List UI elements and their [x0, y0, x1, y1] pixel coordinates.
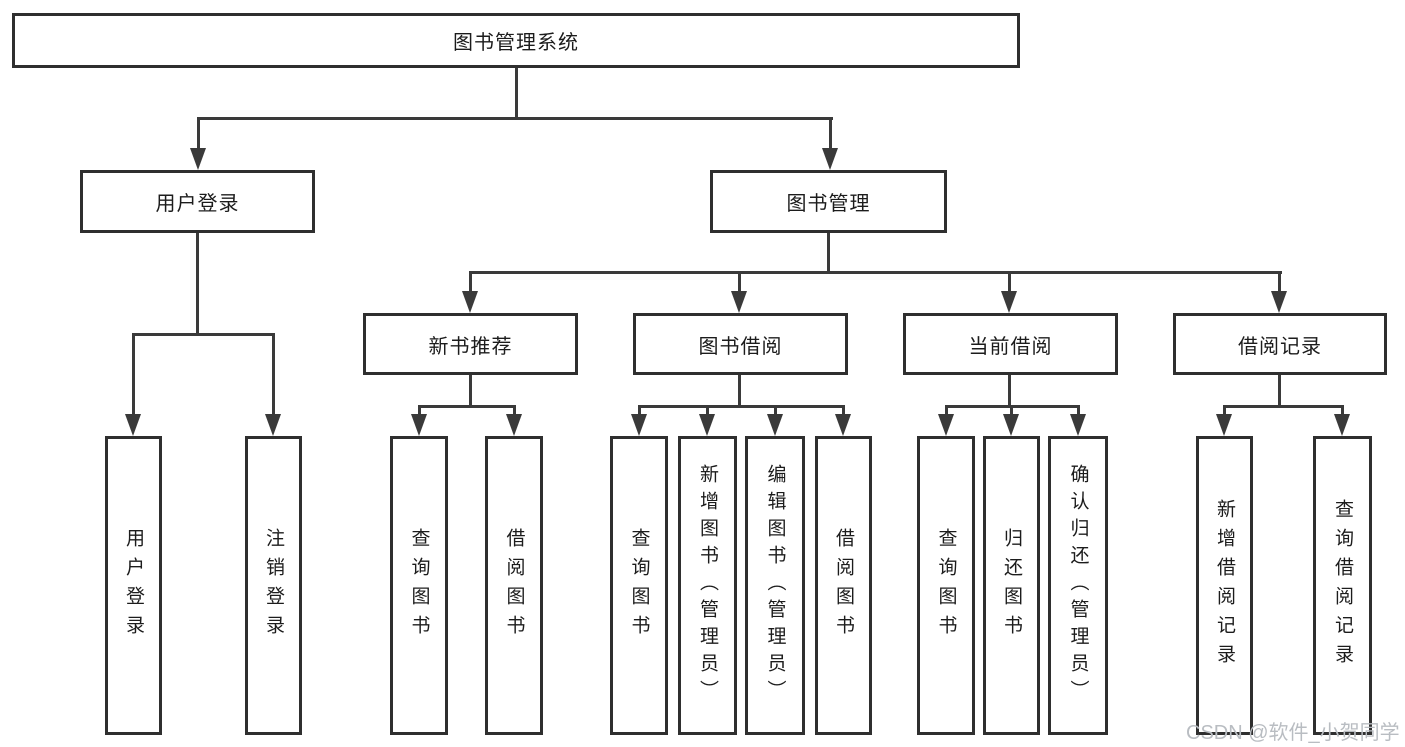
node-leaf-query-books-current: 查询图书 [917, 436, 975, 735]
node-leaf-user-login-label: 用户登录 [123, 527, 144, 644]
connector-borrowing-stub-3 [774, 405, 777, 418]
connector-newbook-trunk [469, 375, 472, 407]
arrow-down-icon [822, 148, 838, 170]
arrow-down-icon [125, 414, 141, 436]
node-leaf-edit-books-admin-label: 编辑图书（管理员） [764, 464, 786, 707]
arrow-down-icon [699, 414, 715, 436]
connector-root-stub-right [829, 117, 832, 151]
node-book-borrowing-label: 图书借阅 [698, 335, 783, 358]
node-leaf-borrow-books-borrowing-label: 借阅图书 [833, 527, 854, 644]
connector-userlogin-branch [132, 333, 275, 336]
node-leaf-return-books: 归还图书 [983, 436, 1040, 735]
node-root-label: 图书管理系统 [453, 32, 579, 54]
node-leaf-query-books-borrowing-label: 查询图书 [628, 527, 650, 644]
connector-bookmgmt-stub-1 [469, 271, 472, 293]
connector-borrowing-branch [638, 405, 845, 408]
node-borrow-records-label: 借阅记录 [1238, 335, 1322, 358]
node-leaf-add-borrow-record-label: 新增借阅记录 [1214, 498, 1235, 673]
node-new-book-recommend-label: 新书推荐 [428, 335, 513, 358]
arrow-down-icon [938, 414, 954, 436]
arrow-down-icon [835, 414, 851, 436]
node-leaf-borrow-books-recommend: 借阅图书 [485, 436, 543, 735]
connector-current-stub-3 [1077, 405, 1080, 418]
node-leaf-logout-label: 注销登录 [263, 527, 284, 644]
arrow-down-icon [1003, 414, 1019, 436]
arrow-down-icon [506, 414, 522, 436]
arrow-down-icon [1070, 414, 1086, 436]
arrow-down-icon [1001, 291, 1017, 313]
arrow-down-icon [1271, 291, 1287, 313]
node-leaf-query-books-borrowing: 查询图书 [610, 436, 668, 735]
node-leaf-add-books-admin-label: 新增图书（管理员） [697, 464, 718, 707]
arrow-down-icon [767, 414, 783, 436]
node-leaf-query-books-recommend: 查询图书 [390, 436, 448, 735]
node-user-login: 用户登录 [80, 170, 315, 233]
connector-current-trunk [1008, 375, 1011, 407]
arrow-down-icon [631, 414, 647, 436]
connector-root-stub-left [197, 117, 200, 151]
arrow-down-icon [265, 414, 281, 436]
arrow-down-icon [190, 148, 206, 170]
connector-borrowing-trunk [738, 375, 741, 407]
connector-borrowing-stub-4 [842, 405, 845, 418]
watermark: CSDN @软件_小贺同学 [1186, 722, 1400, 744]
node-new-book-recommend: 新书推荐 [363, 313, 578, 375]
connector-bookmgmt-stub-2 [738, 271, 741, 293]
node-leaf-add-borrow-record: 新增借阅记录 [1196, 436, 1253, 735]
connector-current-stub-2 [1010, 405, 1013, 418]
connector-borrowing-stub-2 [706, 405, 709, 418]
connector-newbook-stub-2 [513, 405, 516, 418]
node-leaf-borrow-books-borrowing: 借阅图书 [815, 436, 872, 735]
connector-newbook-branch [418, 405, 516, 408]
connector-userlogin-stub-1 [132, 333, 135, 416]
connector-bookmgmt-stub-3 [1008, 271, 1011, 293]
node-borrow-records: 借阅记录 [1173, 313, 1387, 375]
connector-bookmgmt-trunk [827, 233, 830, 273]
arrow-down-icon [411, 414, 427, 436]
connector-root-branch [197, 117, 833, 120]
node-book-management: 图书管理 [710, 170, 947, 233]
node-root: 图书管理系统 [12, 13, 1020, 68]
node-user-login-label: 用户登录 [155, 193, 240, 215]
node-leaf-user-login: 用户登录 [105, 436, 162, 735]
node-current-borrowing-label: 当前借阅 [968, 335, 1053, 358]
node-leaf-query-borrow-record-label: 查询借阅记录 [1332, 498, 1353, 673]
connector-userlogin-trunk [196, 233, 199, 335]
node-current-borrowing: 当前借阅 [903, 313, 1118, 375]
node-leaf-query-books-recommend-label: 查询图书 [408, 527, 430, 644]
node-leaf-confirm-return-admin: 确认归还（管理员） [1048, 436, 1108, 735]
connector-bookmgmt-stub-4 [1278, 271, 1281, 293]
connector-bookmgmt-branch [469, 271, 1282, 274]
node-leaf-return-books-label: 归还图书 [1001, 527, 1022, 644]
arrow-down-icon [1334, 414, 1350, 436]
node-leaf-add-books-admin: 新增图书（管理员） [678, 436, 737, 735]
node-leaf-logout: 注销登录 [245, 436, 302, 735]
node-leaf-edit-books-admin: 编辑图书（管理员） [745, 436, 805, 735]
connector-records-stub-2 [1341, 405, 1344, 418]
arrow-down-icon [1216, 414, 1232, 436]
connector-borrowing-stub-1 [638, 405, 641, 418]
node-leaf-query-borrow-record: 查询借阅记录 [1313, 436, 1372, 735]
arrow-down-icon [731, 291, 747, 313]
connector-records-trunk [1278, 375, 1281, 407]
node-leaf-confirm-return-admin-label: 确认归还（管理员） [1067, 464, 1089, 707]
node-book-borrowing: 图书借阅 [633, 313, 848, 375]
connector-userlogin-stub-2 [272, 333, 275, 416]
connector-current-stub-1 [945, 405, 948, 418]
node-leaf-borrow-books-recommend-label: 借阅图书 [503, 527, 525, 644]
connector-records-branch [1223, 405, 1344, 408]
connector-records-stub-1 [1223, 405, 1226, 418]
arrow-down-icon [462, 291, 478, 313]
node-book-management-label: 图书管理 [786, 193, 871, 215]
node-leaf-query-books-current-label: 查询图书 [935, 527, 957, 644]
connector-root-trunk [515, 68, 518, 119]
connector-newbook-stub-1 [418, 405, 421, 418]
